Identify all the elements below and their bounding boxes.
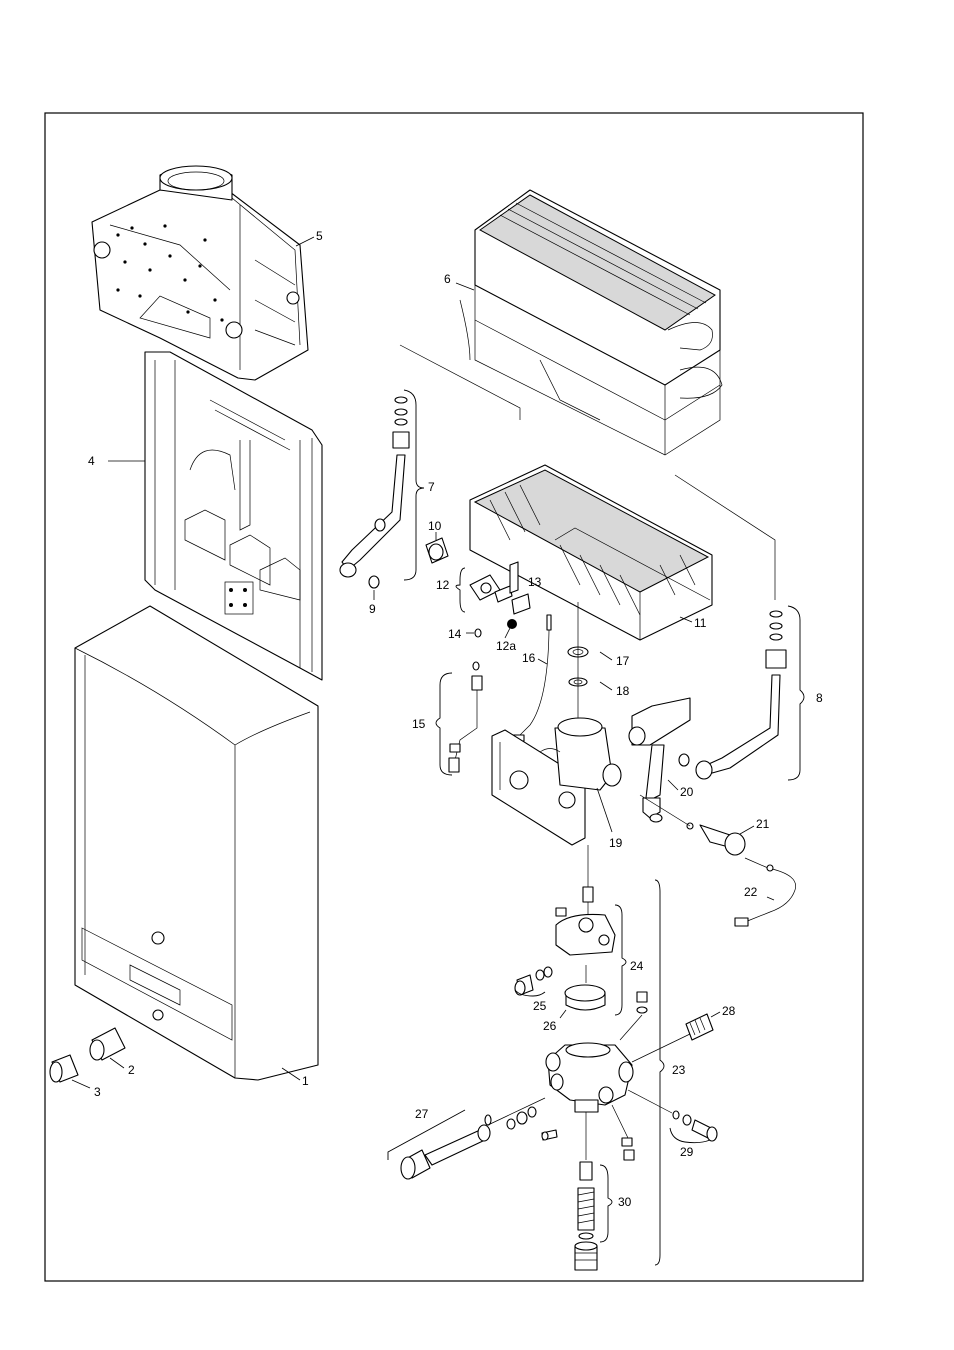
part-injector-14 bbox=[475, 629, 481, 637]
part-water-valve bbox=[546, 1043, 633, 1112]
callout-26: 26 bbox=[543, 1019, 557, 1033]
part-sensor-10 bbox=[426, 538, 448, 563]
callout-18: 18 bbox=[616, 684, 630, 698]
callout-22: 22 bbox=[744, 885, 758, 899]
callout-4: 4 bbox=[88, 454, 95, 468]
callout-8: 8 bbox=[816, 691, 823, 705]
part-knob-2 bbox=[90, 1028, 125, 1060]
callout-23: 23 bbox=[672, 1063, 686, 1077]
part-pipe-8 bbox=[679, 611, 786, 779]
part-filter-28 bbox=[686, 1014, 713, 1040]
callout-19: 19 bbox=[609, 836, 623, 850]
part-front-casing bbox=[75, 606, 318, 1080]
part-washer-9 bbox=[369, 576, 379, 588]
callout-9: 9 bbox=[369, 602, 376, 616]
callout-25: 25 bbox=[533, 999, 547, 1013]
callout-11: 11 bbox=[694, 616, 707, 630]
callout-1: 1 bbox=[302, 1074, 309, 1088]
part-knob-3 bbox=[50, 1055, 78, 1082]
callout-27: 27 bbox=[415, 1107, 429, 1121]
callout-3: 3 bbox=[94, 1085, 101, 1099]
callout-21: 21 bbox=[756, 817, 770, 831]
callout-17: 17 bbox=[616, 654, 630, 668]
callout-15: 15 bbox=[412, 717, 426, 731]
callout-7: 7 bbox=[428, 480, 435, 494]
part-cover-24 bbox=[556, 887, 615, 955]
part-gas-valve bbox=[492, 718, 621, 845]
part-heat-exchanger bbox=[460, 190, 722, 455]
callout-24: 24 bbox=[630, 959, 644, 973]
callout-16: 16 bbox=[522, 651, 536, 665]
callout-12a: 12a bbox=[496, 639, 516, 653]
callout-5: 5 bbox=[316, 229, 323, 243]
part-screw-25 bbox=[515, 967, 552, 995]
part-flue-hood bbox=[92, 166, 308, 380]
callout-14: 14 bbox=[448, 627, 462, 641]
callout-30: 30 bbox=[618, 1195, 632, 1209]
part-burner bbox=[470, 465, 712, 640]
callout-13: 13 bbox=[528, 575, 542, 589]
callout-20: 20 bbox=[680, 785, 694, 799]
part-plug-29 bbox=[673, 1111, 717, 1141]
callout-6: 6 bbox=[444, 272, 451, 286]
callout-10: 10 bbox=[428, 519, 442, 533]
part-thermocouple bbox=[512, 615, 551, 741]
part-screw-small bbox=[542, 1105, 634, 1160]
part-spring-30 bbox=[575, 1162, 597, 1270]
part-pilot-pipe bbox=[449, 662, 482, 772]
part-pilot-12 bbox=[470, 575, 512, 602]
callout-2: 2 bbox=[128, 1063, 135, 1077]
part-diaphragm-26 bbox=[565, 965, 605, 1010]
callout-12: 12 bbox=[436, 578, 450, 592]
part-fitting-small bbox=[637, 992, 647, 1013]
part-pipe-7 bbox=[340, 397, 409, 577]
part-valve-21 bbox=[687, 823, 745, 855]
callout-28: 28 bbox=[722, 1004, 736, 1018]
callout-29: 29 bbox=[680, 1145, 694, 1159]
